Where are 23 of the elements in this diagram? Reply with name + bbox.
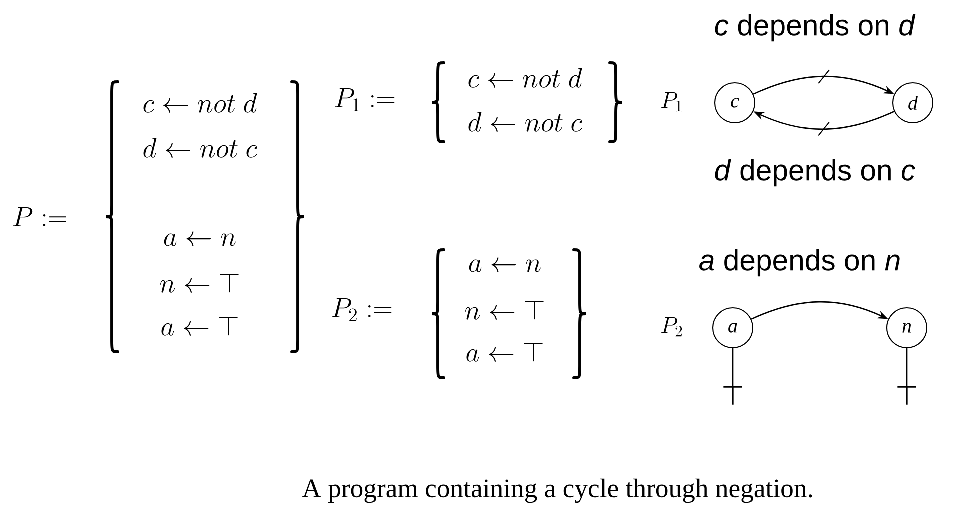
edge-label: c depends on d xyxy=(715,14,916,42)
top-symbol: ⊤ xyxy=(898,386,916,405)
caption: A program containing a cycle through negation. xyxy=(302,478,812,504)
program-name: $P_1 :=$ xyxy=(335,88,395,112)
edge-label: d depends on c xyxy=(715,159,916,187)
edge-label: a depends on n xyxy=(700,249,900,277)
rule: $d \leftarrow not\ c$ xyxy=(144,138,258,158)
rule: $c \leftarrow not\ d$ xyxy=(468,68,582,88)
rule: $n \leftarrow \top$ xyxy=(465,301,544,320)
rule: $a \leftarrow n$ xyxy=(164,232,236,246)
rule: $n \leftarrow \top$ xyxy=(160,274,239,293)
graph-label: $P_2$ xyxy=(662,317,682,337)
program-name: $P :=$ xyxy=(13,208,67,226)
graph-label: $P_1$ xyxy=(662,92,682,112)
connector-line xyxy=(732,348,734,386)
program-name: $P_2 :=$ xyxy=(332,298,392,322)
connector-line xyxy=(906,348,908,386)
rule: $c \leftarrow not\ d$ xyxy=(144,93,258,113)
top-symbol: ⊤ xyxy=(724,386,742,405)
rule: $a \leftarrow \top$ xyxy=(162,317,238,336)
rule: $a \leftarrow n$ xyxy=(469,258,541,272)
rule: $d \leftarrow not\ c$ xyxy=(468,112,582,132)
rule: $a \leftarrow \top$ xyxy=(466,343,543,362)
